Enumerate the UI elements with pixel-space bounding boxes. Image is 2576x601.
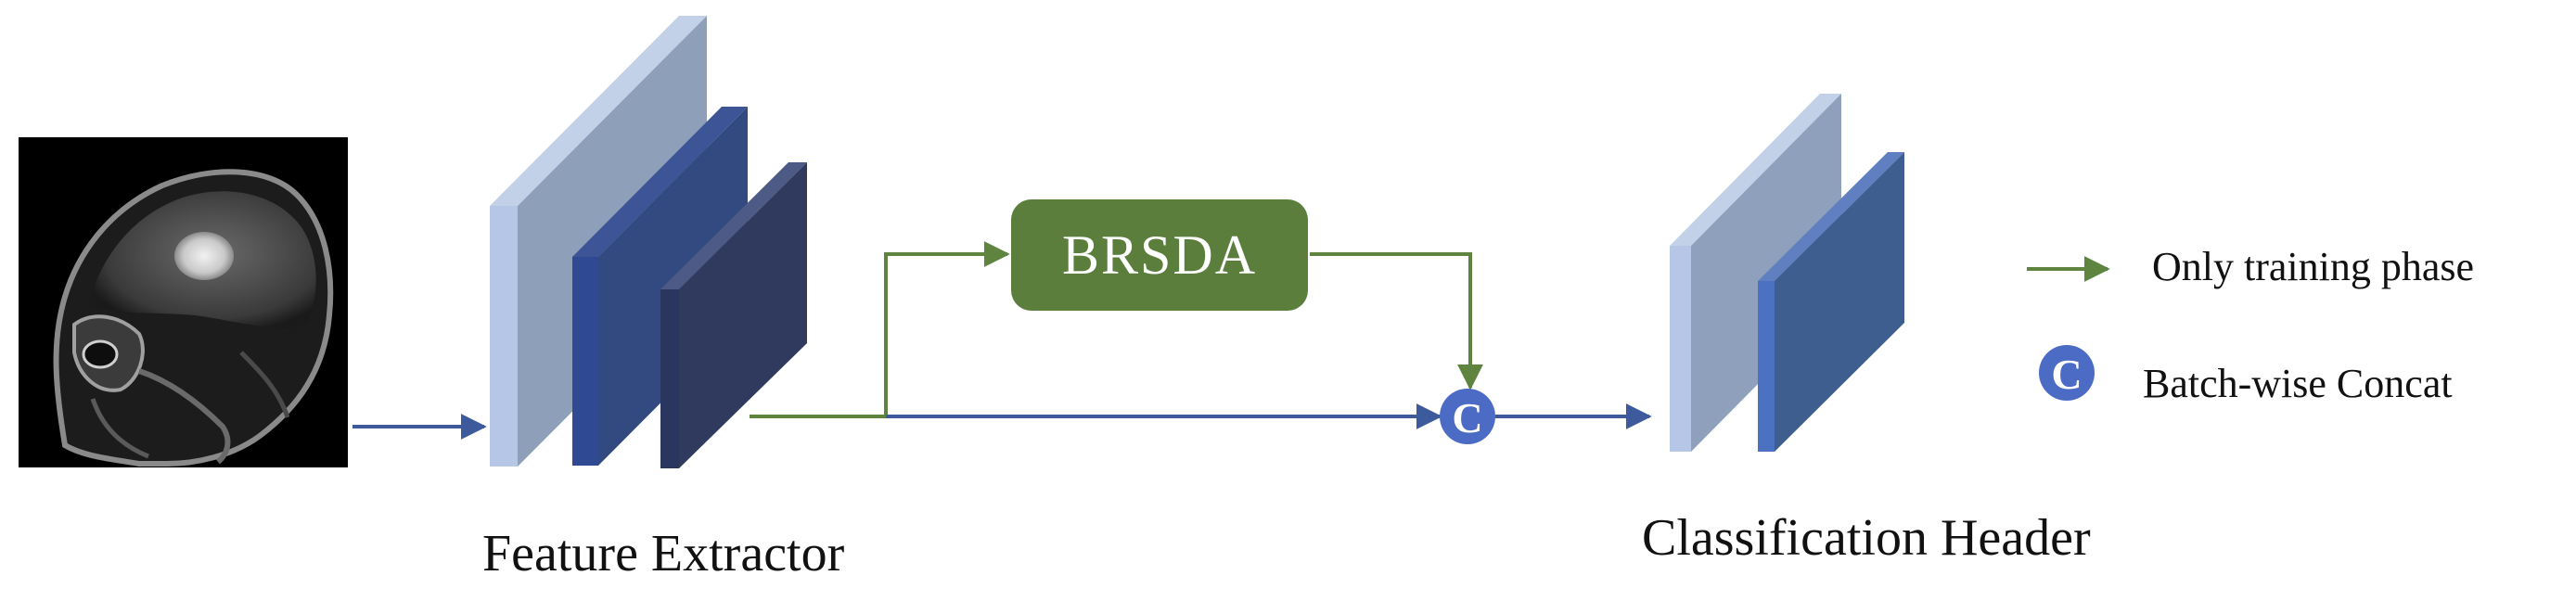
feature-extractor-label: Feature Extractor [482, 525, 845, 582]
legend-concat-icon: C [2039, 345, 2095, 401]
classification-layer-1 [1670, 94, 1841, 452]
classification-layer-2 [1758, 152, 1904, 452]
feature-extractor-block [490, 16, 807, 468]
classification-header-label: Classification Header [1642, 509, 2091, 567]
legend-batch-concat-text: Batch-wise Concat [2143, 361, 2453, 406]
mri-brain-scan-icon [19, 137, 348, 467]
feature-extractor-layer-3 [660, 162, 807, 468]
classification-header-block [1670, 94, 1904, 452]
training-path [750, 241, 1483, 418]
concat-symbol: C [1452, 394, 1482, 441]
concat-node: C [1440, 389, 1495, 444]
svg-text:C: C [2051, 351, 2082, 398]
legend-training-phase-text: Only training phase [2152, 244, 2475, 289]
legend: C [2027, 256, 2110, 401]
brsda-box [1011, 199, 1308, 311]
brsda-label: BRSDA [1061, 224, 1258, 286]
